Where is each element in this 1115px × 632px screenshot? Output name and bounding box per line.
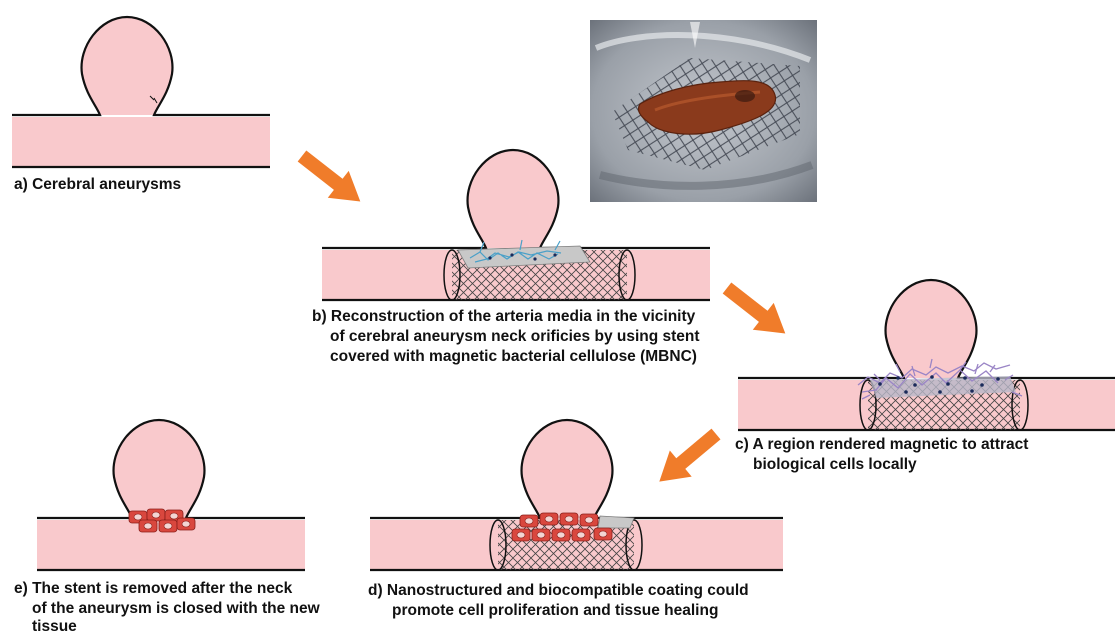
caption-d-line2: promote cell proliferation and tissue he… [392,602,718,619]
caption-c-line2: biological cells locally [753,456,917,473]
caption-e-line2: of the aneurysm is closed with the new [32,600,321,617]
flow-arrow-1 [292,143,371,215]
panel-d-proliferation [370,420,783,570]
caption-b-line2: of cerebral aneurysm neck orificies by u… [330,328,700,345]
panel-a-aneurysm [12,17,270,167]
caption-e-line1: e) The stent is removed after the neck [14,580,293,597]
flow-arrow-3 [648,421,727,495]
stent-photo [590,20,817,202]
panel-c-magnetic [738,280,1115,430]
caption-b-line1: b) Reconstruction of the arteria media i… [312,308,696,325]
caption-d-line1: d) Nanostructured and biocompatible coat… [368,582,749,599]
caption-a: a) Cerebral aneurysms [14,176,181,193]
caption-e-line3: tissue [32,618,77,632]
panel-e-healed [37,420,305,570]
caption-c-line1: c) A region rendered magnetic to attract [735,436,1028,453]
flow-arrow-2 [717,275,796,347]
caption-b-line3: covered with magnetic bacterial cellulos… [330,348,697,365]
